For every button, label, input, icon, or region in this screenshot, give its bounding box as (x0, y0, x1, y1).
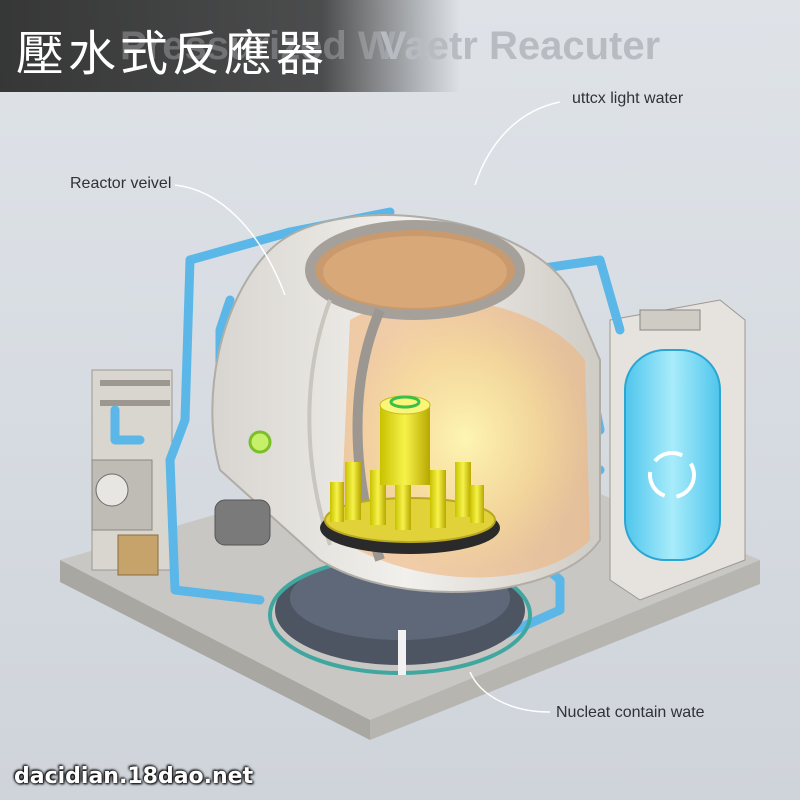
coolant-tank (609, 299, 746, 601)
reactor-core (320, 395, 500, 554)
title-backdrop (0, 0, 460, 92)
site-watermark: dacidian.18dao.net (14, 764, 254, 789)
chinese-title: 壓水式反應器 (16, 26, 329, 82)
annotation-arrows (174, 101, 561, 713)
label-containment: Nucleat contain wate (556, 704, 705, 721)
english-title-ghost: Pressurized W (120, 24, 396, 68)
english-title: Vaetr Reacuter (380, 24, 661, 68)
label-reactor-vessel: Reactor veivel (70, 175, 172, 192)
auxiliary-equipment (91, 369, 173, 576)
label-light-water: uttcx light water (572, 90, 684, 107)
reactor-vessel (211, 214, 601, 593)
title-band: Pressurized W 壓水式反應器 Vaetr Reacuter (0, 0, 800, 92)
